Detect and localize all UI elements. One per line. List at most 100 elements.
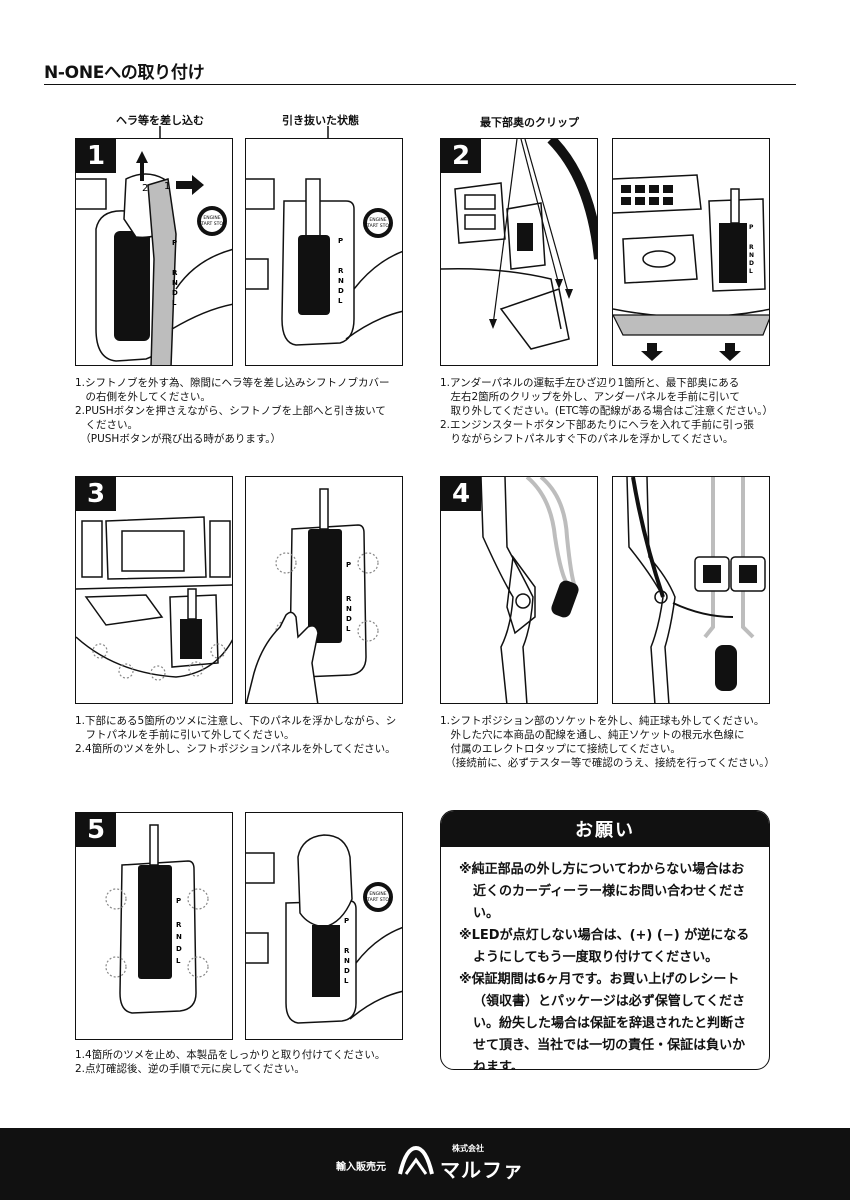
step-4-figure-b [612,476,770,704]
notice-item: ※保証期間は6ヶ月です。お買い上げのレシート（領収書）とパッケージは必ず保管して… [459,972,747,1070]
step-4-figure-a: 4 [440,476,598,704]
step-3-figure-a: 3 [75,476,233,704]
instruction-line: りながらシフトパネルすぐ下のパネルを浮かしてください。 [440,433,734,445]
svg-text:R: R [344,947,350,955]
socket-removal-illustration [480,477,579,703]
svg-text:D: D [749,260,754,267]
instruction-line: （PUSHボタンが飛び出る時があります。） [75,433,282,445]
step-3-badge: 3 [76,477,116,511]
step-4-badge: 4 [441,477,481,511]
svg-text:R: R [172,269,178,277]
svg-text:1: 1 [164,181,170,192]
svg-text:ENGINE: ENGINE [203,215,220,221]
svg-text:L: L [749,268,753,275]
under-panel-clips-illustration [441,139,597,350]
step-2-instructions: 1.アンダーパネルの運転手左ひざ辺り1箇所と、最下部奥にある 左右2箇所のクリッ… [440,376,773,446]
step-2-badge: 2 [441,139,481,173]
callout-pulled-out: 引き抜いた状態 [282,114,359,127]
instruction-line: の右側を外してください。 [75,391,211,403]
footer-company-name: マルファ [440,1158,524,1182]
instruction-line: ください。 [75,419,138,431]
footer-company-type: 株式会社 [452,1144,484,1153]
step-1-badge: 1 [76,139,116,173]
svg-text:R: R [176,921,182,929]
callout-insert-spatula: ヘラ等を差し込む [116,114,204,127]
svg-text:D: D [346,615,352,623]
svg-text:START STOP: START STOP [364,897,391,903]
svg-text:D: D [344,967,350,975]
notice-item: ※LEDが点灯しない場合は、(+) (−) が逆になるようにしてもう一度取り付け… [459,928,750,965]
callout-bottom-clip: 最下部奥のクリップ [480,116,579,129]
lower-panel-claws-illustration [76,516,232,681]
instruction-line: 2.PUSHボタンを押さえながら、シフトノブを上部へと引き抜いて [75,405,386,417]
svg-text:N: N [749,252,754,259]
instruction-line: 1.下部にある5箇所のツメに注意し、下のパネルを浮かしながら、シ [75,715,397,727]
svg-text:N: N [176,933,182,941]
svg-text:D: D [338,287,344,295]
svg-text:R: R [338,267,344,275]
instruction-line: （接続前に、必ずテスター等で確認のうえ、接続を行ってください。） [440,757,775,769]
step-2-figure-a: 2 [440,138,598,366]
instruction-line: 2.4箇所のツメを外し、シフトポジションパネルを外してください。 [75,743,396,755]
svg-text:START STOP: START STOP [364,223,391,229]
footer-bar: 輸入販売元 株式会社 マルファ [0,1128,850,1200]
instruction-line: 1.シフトポジション部のソケットを外し、純正球も外してください。 [440,715,765,727]
notice-item: ※純正部品の外し方についてわからない場合はお近くのカーディーラー様にお問い合わせ… [459,862,746,921]
instruction-line: 取り外してください。(ETC等の配線がある場合はご注意ください。） [440,405,773,417]
svg-text:N: N [172,279,178,287]
svg-text:R: R [346,595,352,603]
notice-heading: お願い [441,811,769,847]
instruction-line: 1.4箇所のツメを止め、本製品をしっかりと取り付けてください。 [75,1049,386,1061]
instruction-line: 付属のエレクトロタップにて接続してください。 [440,743,681,755]
instruction-line: フトパネルを手前に引いて外してください。 [75,729,295,741]
svg-text:D: D [172,289,178,297]
instruction-line: 左右2箇所のクリップを外し、アンダーパネルを手前に引いて [440,391,740,403]
svg-text:L: L [338,297,343,305]
svg-text:N: N [344,957,350,965]
page-title: N-ONEへの取り付け [44,63,205,83]
instruction-line: 1.シフトノブを外す為、隙間にヘラ等を差し込みシフトノブカバー [75,377,390,389]
instruction-line: 2.エンジンスタートボタン下部あたりにヘラを入れて手前に引っ張 [440,419,754,431]
svg-text:START STOP: START STOP [198,221,225,227]
step-4-instructions: 1.シフトポジション部のソケットを外し、純正球も外してください。 外した穴に本商… [440,714,775,770]
svg-text:N: N [338,277,344,285]
notice-box: お願い ※純正部品の外し方についてわからない場合はお近くのカーディーラー様にお問… [440,810,770,1070]
instruction-line: 2.点灯確認後、逆の手順で元に戻してください。 [75,1063,305,1075]
svg-text:L: L [344,977,349,985]
step-3-instructions: 1.下部にある5箇所のツメに注意し、下のパネルを浮かしながら、シ フトパネルを手… [75,714,396,756]
instruction-line: 1.アンダーパネルの運転手左ひざ辺り1箇所と、最下部奥にある [440,377,740,389]
svg-text:P: P [749,224,754,231]
svg-text:D: D [176,945,182,953]
svg-text:R: R [749,244,754,251]
svg-text:P: P [338,237,343,245]
svg-text:ENGINE: ENGINE [369,891,386,897]
svg-text:L: L [346,625,351,633]
svg-text:L: L [172,299,177,307]
svg-text:P: P [172,239,177,247]
step-1-instructions: 1.シフトノブを外す為、隙間にヘラ等を差し込みシフトノブカバー の右側を外してく… [75,376,390,446]
notice-list: ※純正部品の外し方についてわからない場合はお近くのカーディーラー様にお問い合わせ… [441,859,769,1070]
step-5-instructions: 1.4箇所のツメを止め、本製品をしっかりと取り付けてください。 2.点灯確認後、… [75,1048,385,1076]
svg-text:N: N [346,605,352,613]
title-divider [44,84,796,85]
electro-tap-connection-illustration [626,477,766,703]
svg-text:L: L [176,957,181,965]
maruha-logo-icon [398,1145,434,1175]
svg-text:P: P [346,561,351,569]
svg-text:2: 2 [142,183,148,194]
footer-distributor-label: 輸入販売元 [336,1162,386,1173]
step-5-badge: 5 [76,813,116,847]
instruction-line: 外した穴に本商品の配線を通し、純正ソケットの根元水色線に [440,729,745,741]
